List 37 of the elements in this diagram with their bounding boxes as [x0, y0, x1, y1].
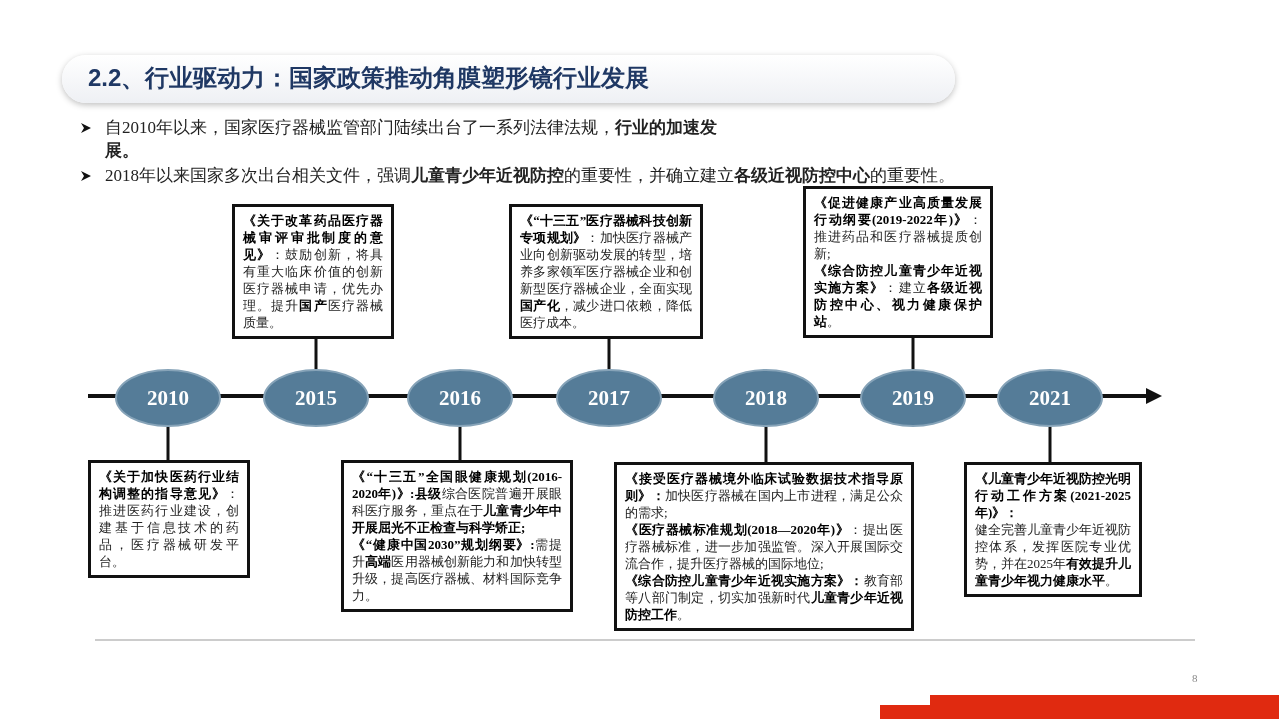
- policy-text: 《儿童青少年近视防控光明行动工作方案(2021-2025年)》：: [975, 470, 1131, 521]
- year-ellipse: 2010: [115, 369, 221, 427]
- policy-box: [232, 204, 394, 339]
- policy-box: [803, 186, 993, 338]
- connector-line: [607, 339, 611, 369]
- connector-line: [1048, 427, 1052, 462]
- policy-text: 《综合防控儿童青少年近视实施方案》：建立各级近视防控中心、视力健康保护站。: [814, 262, 982, 330]
- policy-text: 《“十三五”全国眼健康规划(2016-2020年)》:县级综合医院普遍开展眼科医疗服务，重点在于儿童青少年中开展屈光不正检查与科学矫正;: [352, 468, 562, 536]
- year-ellipse: 2016: [407, 369, 513, 427]
- year-ellipse: 2015: [263, 369, 369, 427]
- policy-box: [964, 462, 1142, 597]
- policy-text: 健全完善儿童青少年近视防控体系，发挥医院专业优势，并在2025年有效提升儿童青少年视力健康水平。: [975, 521, 1131, 589]
- policy-text: 《“健康中国2030”规划纲要》:需提升高端医用器械创新能力和加快转型升级，提高医疗器械、材料国际竞争力。: [352, 536, 562, 604]
- policy-box: [341, 460, 573, 612]
- policy-box: [509, 204, 703, 339]
- connector-line: [911, 338, 915, 369]
- bullet-text: 自2010年以来，国家医疗器械监管部门陆续出台了一系列法律法规，行业的加速发展。: [105, 117, 718, 162]
- policy-text: 《关于加快医药行业结构调整的指导意见》：推进医药行业建设，创建基于信息技术的药品，医疗器械研发平台。: [99, 468, 239, 570]
- policy-text: 《“十三五”医疗器械科技创新专项规划》：加快医疗器械产业向创新驱动发展的转型，培养多家领军医疗器械企业和创新型医疗器械企业，全面实现国产化，减少进口依赖，降低医疗成本。: [520, 212, 692, 331]
- policy-text: 《接受医疗器械境外临床试验数据技术指导原则》：加快医疗器械在国内上市进程，满足公众的需求;: [625, 470, 903, 521]
- policy-text: 《医疗器械标准规划(2018—2020年)》：提出医疗器械标准，进一步加强监管。深入开展国际交流合作，提升医疗器械的国际地位;: [625, 521, 903, 572]
- connector-line: [764, 427, 768, 462]
- year-ellipse: 2021: [997, 369, 1103, 427]
- policy-text: 《促进健康产业高质量发展行动纲要(2019-2022年)》：推进药品和医疗器械提质创新;: [814, 194, 982, 262]
- policy-text: 《关于改革药品医疗器械审评审批制度的意见》：鼓励创新，将具有重大临床价值的创新医疗器械申请，优先办理。提升国产医疗器械质量。: [243, 212, 383, 331]
- year-ellipse: 2018: [713, 369, 819, 427]
- policy-box: [88, 460, 250, 578]
- page-number: 8: [1192, 672, 1198, 684]
- policy-box: [614, 462, 914, 631]
- connector-line: [314, 339, 318, 369]
- bullet-text: 2018年以来国家多次出台相关文件，强调儿童青少年近视防控的重要性，并确立建立各级近视防控中心的重要性。: [105, 165, 956, 187]
- year-ellipse: 2017: [556, 369, 662, 427]
- year-ellipse: 2019: [860, 369, 966, 427]
- connector-line: [166, 427, 170, 460]
- policy-text: 《综合防控儿童青少年近视实施方案》：教育部等八部门制定，切实加强新时代儿童青少年近视防控工作。: [625, 572, 903, 623]
- connector-line: [458, 427, 462, 460]
- slide-title: 2.2、行业驱动力：国家政策推动角膜塑形镜行业发展: [88, 63, 650, 93]
